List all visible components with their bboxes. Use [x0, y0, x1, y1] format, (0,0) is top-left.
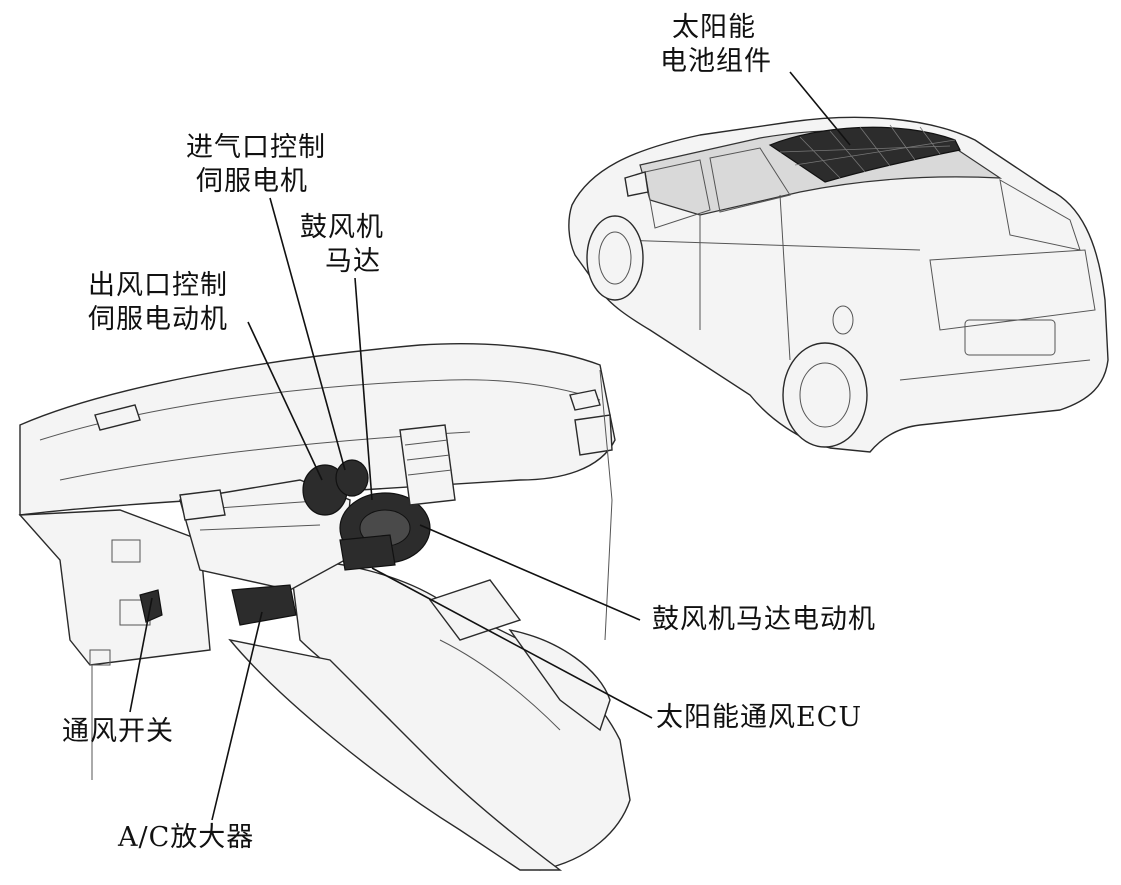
leader-solar-panel — [789, 71, 851, 146]
label-blower-motor-line1: 鼓风机 — [300, 212, 384, 243]
label-ac-amplifier: A/C放大器 — [118, 822, 255, 853]
label-outlet-servo-line1: 出风口控制 — [88, 270, 228, 301]
leader-blower-motor — [354, 277, 373, 501]
leader-lines — [129, 71, 851, 821]
leader-intake-servo — [269, 197, 346, 471]
label-solar-vent-ecu: 太阳能通风ECU — [656, 702, 863, 733]
label-outlet-servo-line2: 伺服电动机 — [88, 304, 228, 335]
leader-vent-switch — [129, 597, 153, 713]
car-illustration — [568, 116, 1109, 453]
leader-solar-ecu — [371, 567, 653, 719]
label-blower-motor-drive: 鼓风机马达电动机 — [652, 604, 876, 635]
label-vent-switch: 通风开关 — [62, 716, 174, 747]
label-solar-panel-line1: 太阳能 — [672, 12, 756, 43]
leader-outlet-servo — [247, 321, 323, 481]
label-intake-servo-line2: 伺服电机 — [196, 166, 308, 197]
leader-ac-amplifier — [211, 611, 263, 821]
label-solar-panel-line2: 电池组件 — [660, 46, 772, 77]
ac-amplifier-shape — [231, 584, 297, 626]
label-intake-servo-line1: 进气口控制 — [186, 132, 326, 163]
leader-blower-drive — [419, 524, 641, 621]
label-blower-motor-line2: 马达 — [325, 246, 381, 277]
dashboard-illustration — [18, 343, 631, 871]
